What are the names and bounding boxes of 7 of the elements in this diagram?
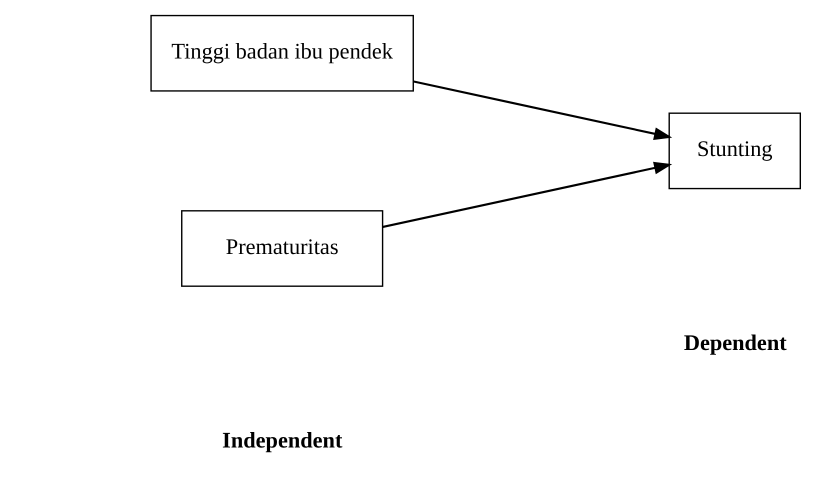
node-box: Stunting [668,112,801,190]
label: Independent [222,428,342,453]
label: Dependent [684,330,787,356]
node-box: Prematuritas [181,210,384,287]
node-box: Tinggi badan ibu pendek [150,14,414,92]
arrow [382,162,672,228]
arrow [413,80,672,140]
